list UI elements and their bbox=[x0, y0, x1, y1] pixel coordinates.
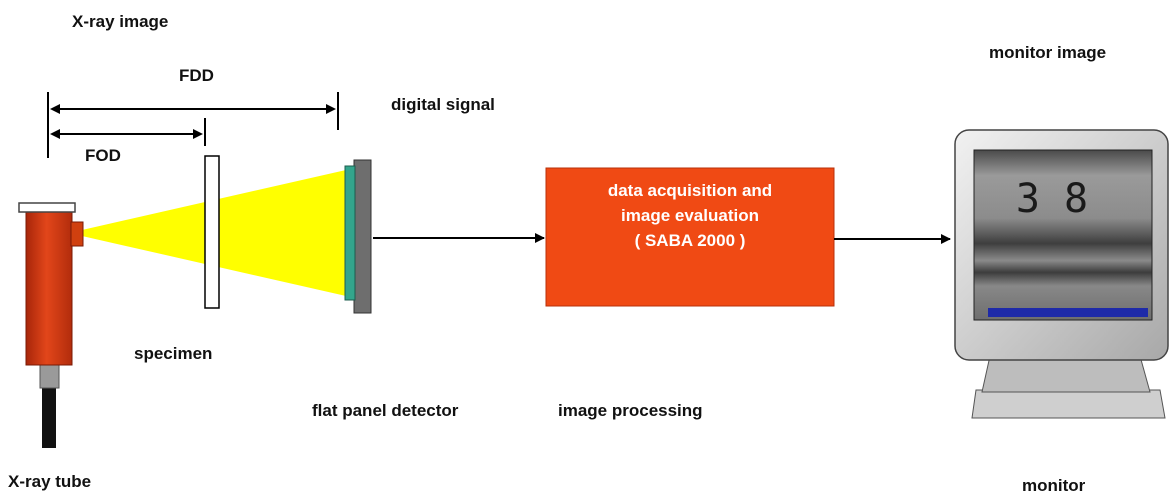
xray-tube-label: X-ray tube bbox=[8, 472, 92, 491]
specimen-plate bbox=[204, 155, 220, 309]
detector-body bbox=[353, 159, 372, 314]
fdd-label: FDD bbox=[179, 66, 214, 85]
monitor-screen bbox=[973, 149, 1153, 321]
processing-line-1: data acquisition and bbox=[607, 181, 773, 200]
xray-image-label: X-ray image bbox=[72, 12, 169, 31]
monitor-base bbox=[971, 389, 1166, 419]
monitor: 3 8 bbox=[954, 129, 1169, 419]
screen-text: 3 8 bbox=[1016, 176, 1088, 222]
processing-line-2: image evaluation bbox=[621, 206, 759, 225]
tube-cap bbox=[18, 202, 76, 213]
xray-tube bbox=[18, 202, 84, 448]
fod-arrow-left bbox=[50, 129, 60, 139]
flat-panel-detector bbox=[344, 159, 372, 314]
tube-window bbox=[70, 221, 84, 247]
monitor-label: monitor bbox=[1022, 476, 1086, 495]
tube-cable bbox=[42, 386, 56, 448]
image-processing-label: image processing bbox=[558, 401, 703, 420]
processing-line-3: ( SABA 2000 ) bbox=[634, 231, 746, 250]
fdd-arrow-right bbox=[326, 104, 336, 114]
screen-status-bar bbox=[988, 308, 1148, 317]
fod-label: FOD bbox=[85, 146, 121, 165]
tube-connector bbox=[39, 363, 60, 389]
fod-arrow-right bbox=[193, 129, 203, 139]
specimen-label: specimen bbox=[134, 344, 213, 363]
monitor-neck bbox=[981, 355, 1151, 393]
flat-panel-detector-label: flat panel detector bbox=[312, 401, 459, 420]
fdd-arrow-left bbox=[50, 104, 60, 114]
tube-body bbox=[25, 209, 73, 366]
monitor-image-label: monitor image bbox=[989, 43, 1107, 62]
digital-signal-label: digital signal bbox=[391, 95, 495, 114]
processing-box bbox=[545, 167, 835, 307]
detector-face bbox=[344, 165, 356, 301]
dimension-lines bbox=[47, 92, 339, 158]
processing-box-text: data acquisition and image evaluation ( … bbox=[546, 178, 834, 253]
